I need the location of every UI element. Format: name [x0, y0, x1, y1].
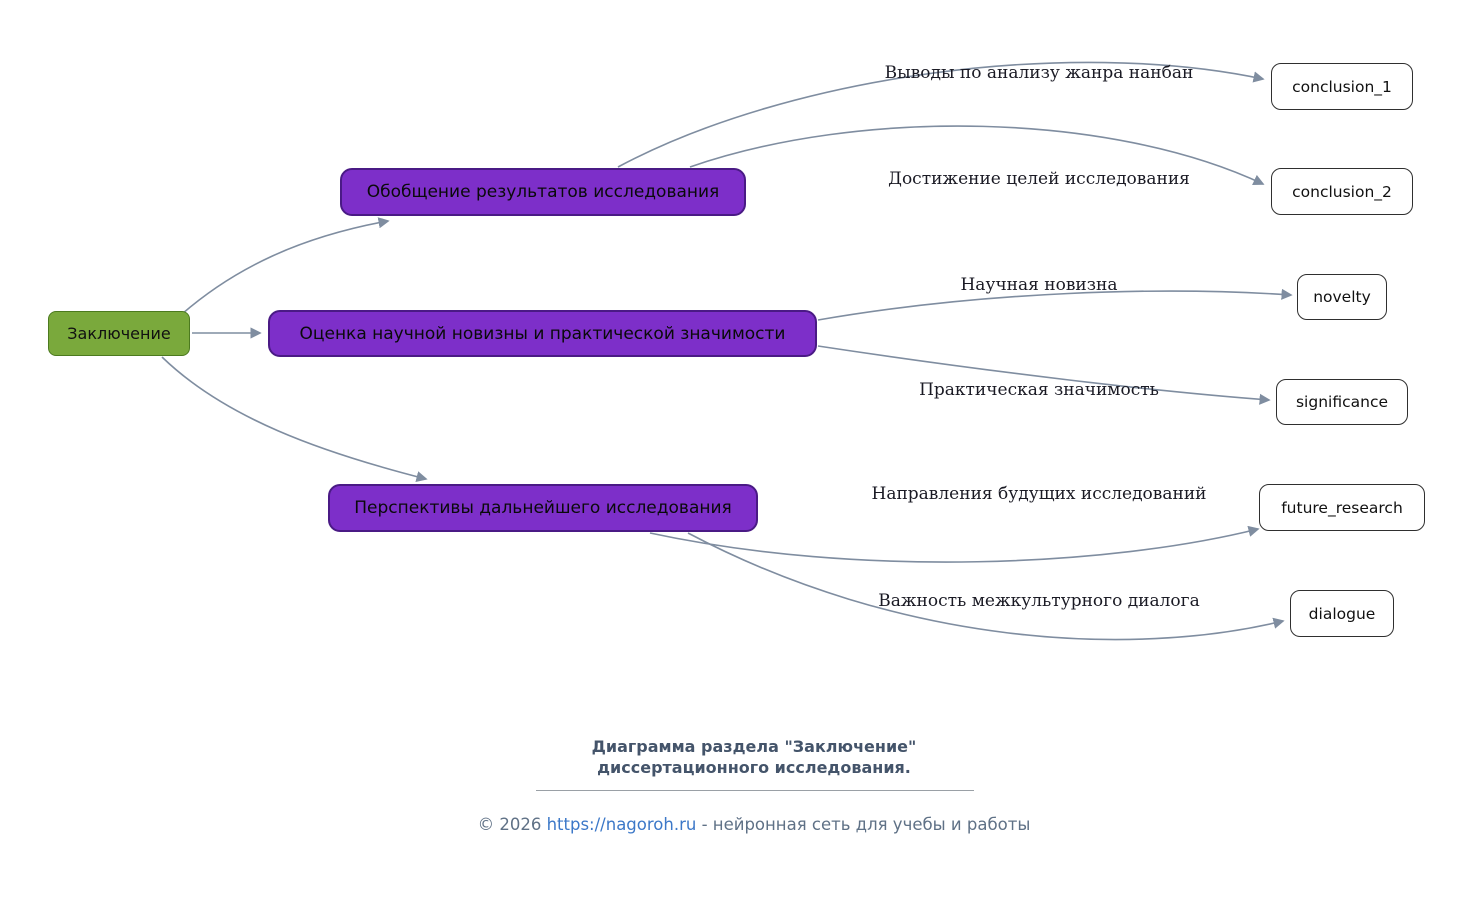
branch-node-results-summary: Обобщение результатов исследования: [340, 168, 746, 216]
edge-branch3-to-dialogue: [687, 532, 1285, 641]
edge-label-intercultural-dialogue: Важность межкультурного диалога: [878, 591, 1200, 611]
edge-label-future-directions: Направления будущих исследований: [871, 484, 1207, 504]
edge-root-to-branch-1: [181, 217, 390, 315]
leaf-node-dialogue: dialogue: [1290, 590, 1394, 637]
edge-label-goals-achievement: Достижение целей исследования: [888, 169, 1190, 189]
leaf-node-conclusion-1: conclusion_1: [1271, 63, 1413, 110]
edge-branch3-to-future-research: [649, 525, 1260, 563]
footer-credit: © 2026 https://nagoroh.ru - нейронная се…: [384, 815, 1124, 834]
edge-label-practical-significance: Практическая значимость: [919, 380, 1159, 400]
footer-tagline: - нейронная сеть для учебы и работы: [696, 815, 1031, 834]
edge-label-nanban-genre-conclusions: Выводы по анализу жанра нанбан: [884, 63, 1194, 83]
leaf-node-future-research: future_research: [1259, 484, 1425, 531]
diagram-caption: Диаграмма раздела "Заключение" диссертац…: [384, 736, 1124, 778]
caption-line-2: диссертационного исследования.: [597, 758, 911, 777]
caption-line-1: Диаграмма раздела "Заключение": [591, 737, 917, 756]
root-node-conclusion: Заключение: [48, 311, 190, 356]
edge-branch1-to-conclusion2: [689, 125, 1265, 186]
leaf-node-conclusion-2: conclusion_2: [1271, 168, 1413, 215]
edge-root-to-branch-3: [161, 356, 428, 483]
edge-branch2-to-novelty: [817, 288, 1293, 321]
footer-copyright: © 2026: [477, 815, 547, 834]
leaf-node-novelty: novelty: [1297, 274, 1387, 320]
edge-branch2-to-significance: [817, 345, 1271, 405]
edge-label-scientific-novelty: Научная новизна: [960, 275, 1118, 295]
leaf-node-significance: significance: [1276, 379, 1408, 425]
footer-divider: [536, 790, 974, 791]
footer-link[interactable]: https://nagoroh.ru: [546, 815, 697, 834]
branch-node-future-perspectives: Перспективы дальнейшего исследования: [328, 484, 758, 532]
edge-branch1-to-conclusion1: [617, 61, 1265, 168]
branch-node-novelty-significance: Оценка научной новизны и практической зн…: [268, 310, 817, 357]
